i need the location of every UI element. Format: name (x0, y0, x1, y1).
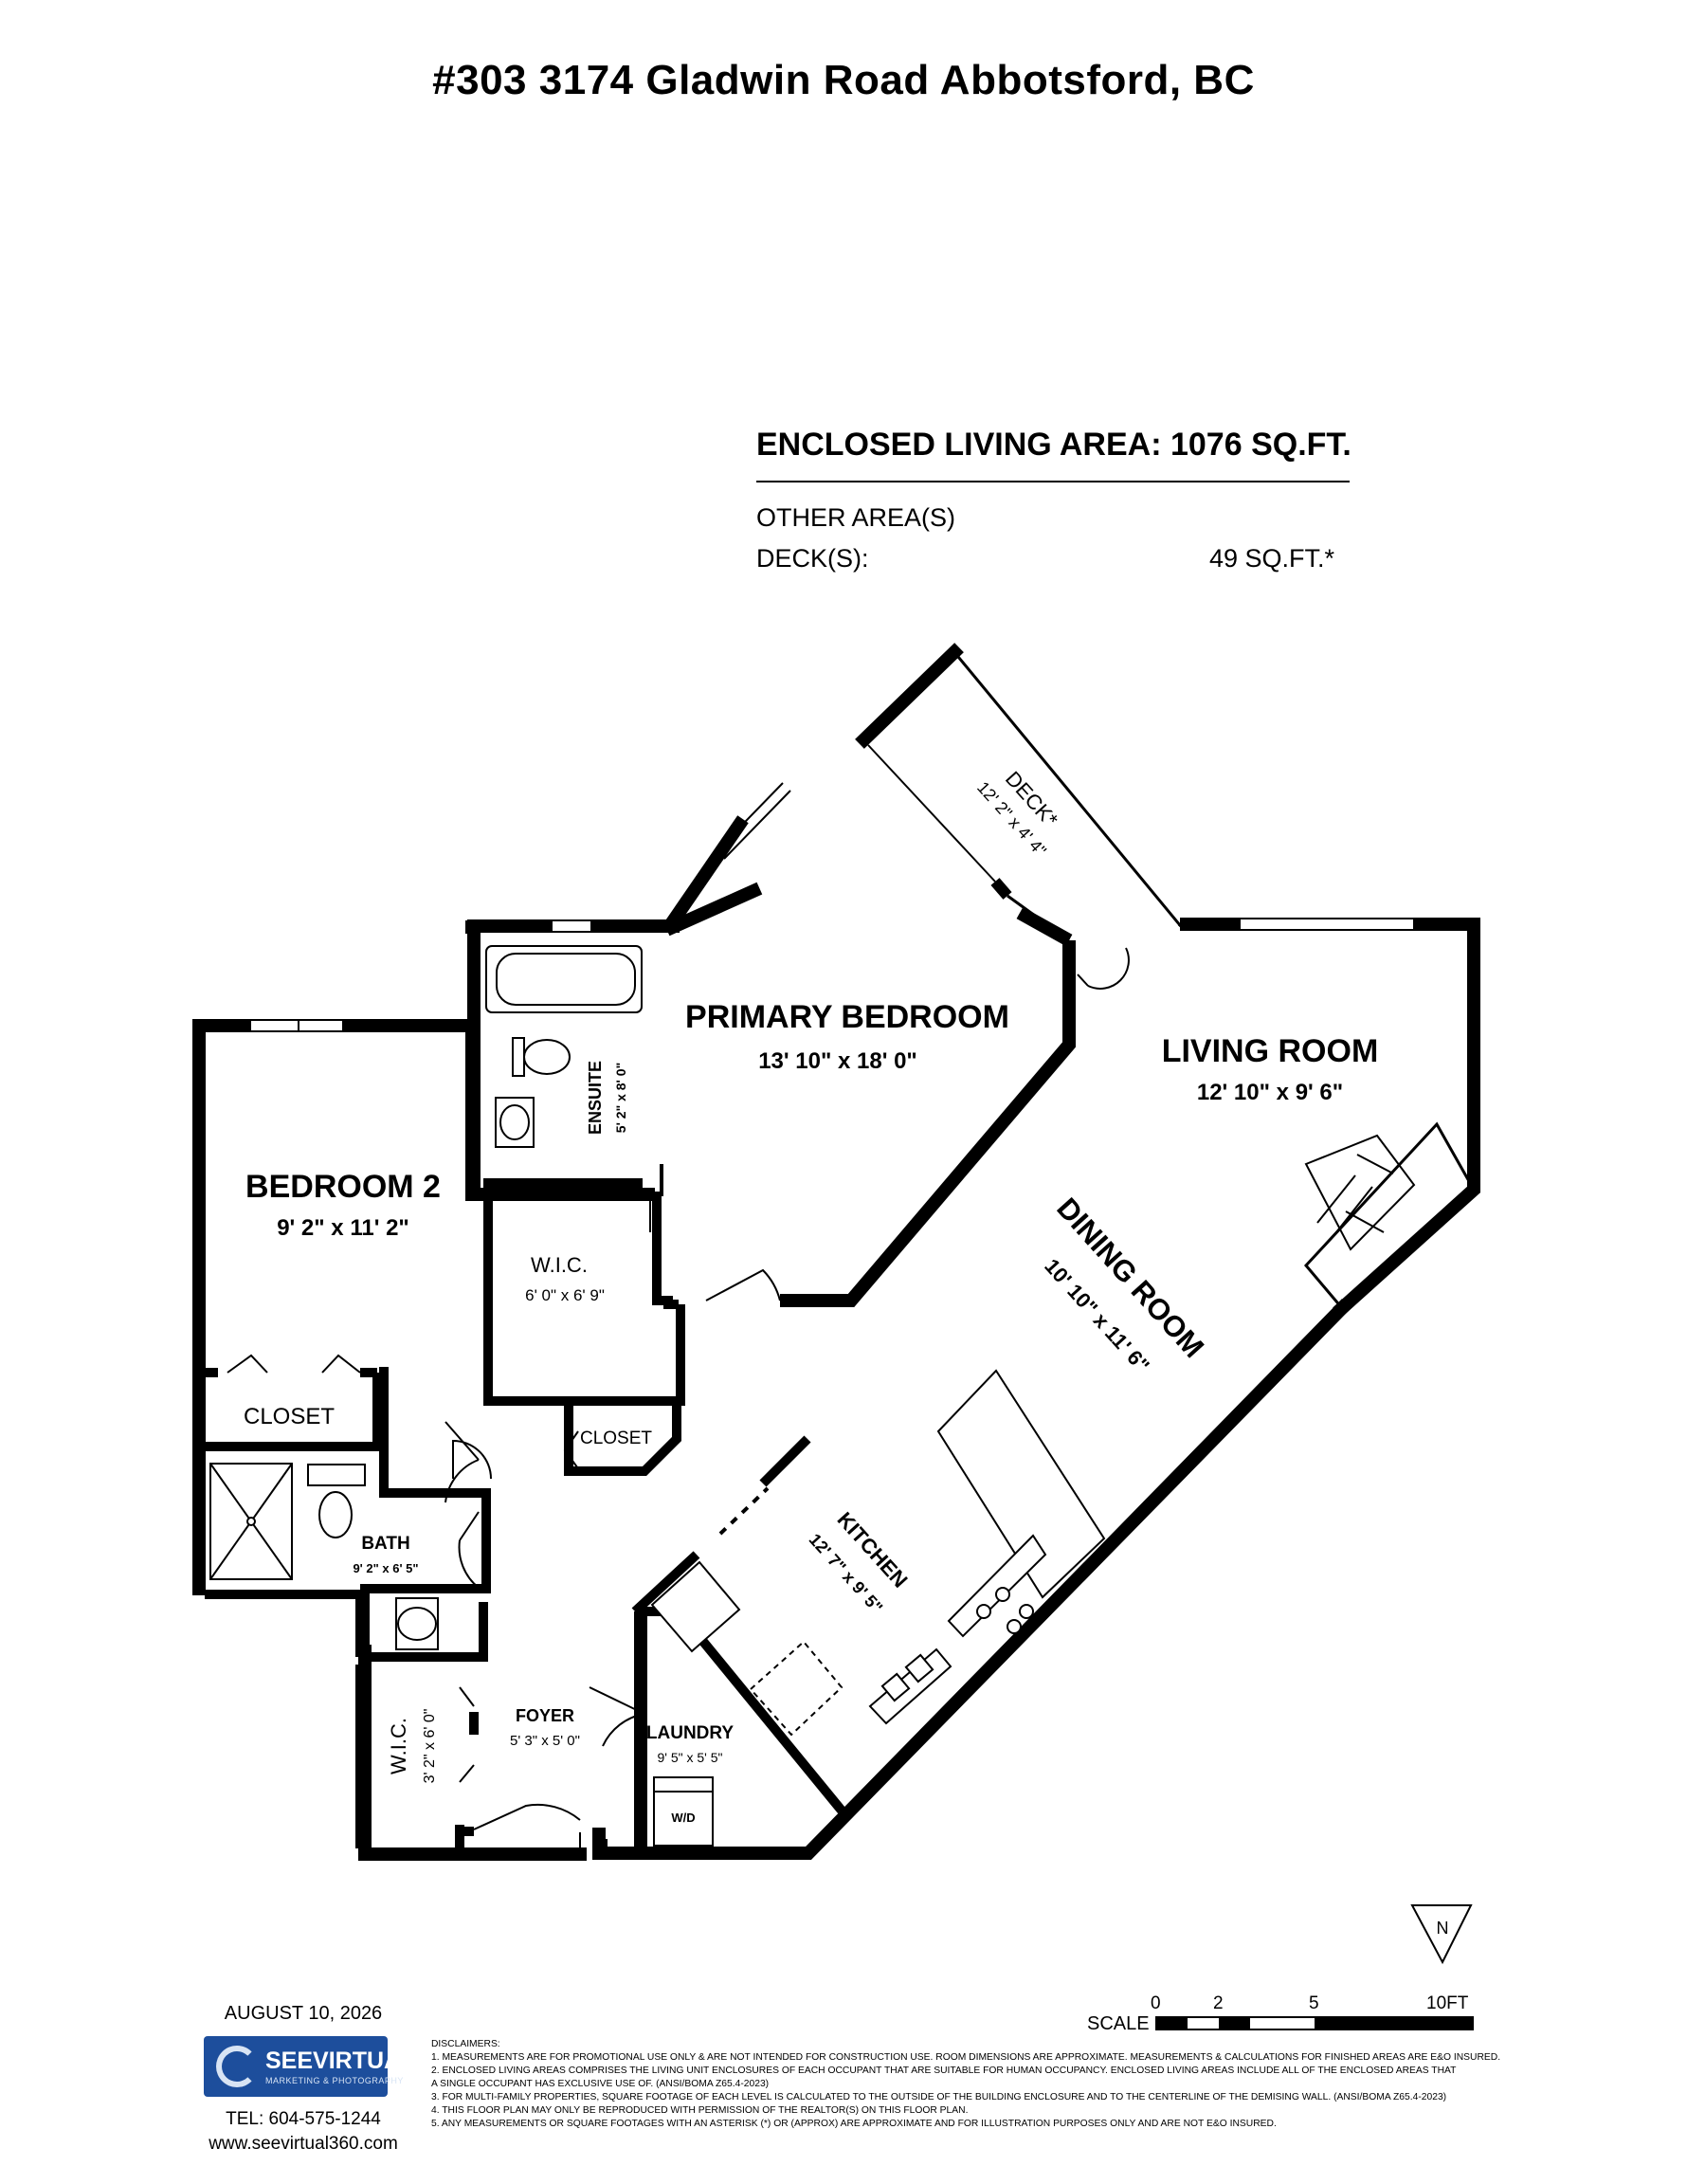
washer-dryer (653, 1776, 714, 1847)
living-room-dims: 12' 10" x 9' 6" (1197, 1080, 1343, 1105)
foyer-name: FOYER (516, 1706, 574, 1725)
windows (245, 782, 1480, 1062)
disclaimers-heading: DISCLAIMERS: (431, 2039, 500, 2049)
ensuite-dims: 5' 2" x 8' 0" (613, 1063, 628, 1133)
ensuite-sink (499, 1104, 530, 1140)
north-label: N (1437, 1919, 1449, 1938)
fridge (650, 1560, 741, 1653)
logo-tagline: MARKETING & PHOTOGRAPHY (265, 2076, 404, 2085)
bedroom2-dims: 9' 2" x 11' 2" (277, 1215, 409, 1241)
deck-area-value: 49 SQ.FT.* (1208, 544, 1334, 573)
primary-bedroom-dims: 13' 10" x 18' 0" (758, 1048, 917, 1074)
disclaimer-line: 1. MEASUREMENTS ARE FOR PROMOTIONAL USE … (431, 2052, 1501, 2063)
wic-primary-dims: 6' 0" x 6' 9" (525, 1286, 605, 1304)
wic-foyer-dims: 3' 2" x 6' 0" (422, 1709, 438, 1784)
doors (227, 744, 1130, 1853)
range (947, 1534, 1047, 1638)
disclaimer-line: A SINGLE OCCUPANT HAS EXCLUSIVE USE OF. … (431, 2079, 770, 2089)
shower-drain (246, 1517, 256, 1526)
scale-label: SCALE (1087, 2013, 1150, 2034)
foyer-dims: 5' 3" x 5' 0" (510, 1733, 580, 1749)
other-areas-heading: OTHER AREA(S) (756, 503, 956, 532)
scale-bar (1155, 2016, 1474, 2030)
interior-walls (192, 906, 1076, 1859)
scale-tick-5: 5 (1309, 1993, 1319, 2013)
enclosed-living-area: ENCLOSED LIVING AREA: 1076 SQ.FT. (756, 427, 1351, 463)
area-divider (756, 481, 1350, 482)
ensuite-name: ENSUITE (586, 1061, 605, 1135)
north-arrow-icon (1410, 1904, 1473, 1965)
primary-bedroom-name: PRIMARY BEDROOM (685, 999, 1009, 1035)
laundry-name: LAUNDRY (646, 1723, 735, 1743)
bedroom2-name: BEDROOM 2 (245, 1169, 441, 1205)
bath-sink (397, 1607, 437, 1641)
disclaimer-line: 3. FOR MULTI-FAMILY PROPERTIES, SQUARE F… (431, 2092, 1447, 2102)
fireplace (1304, 1134, 1416, 1251)
living-room-name: LIVING ROOM (1162, 1033, 1379, 1069)
bath-name: BATH (361, 1534, 409, 1554)
toilet-bowl (523, 1039, 571, 1075)
scale-tick-10: 10FT (1426, 1993, 1469, 2013)
bathtub-basin (496, 953, 636, 1006)
deck-area-row: DECK(S): 49 SQ.FT.* (756, 544, 1350, 573)
wic-primary-name: W.I.C. (531, 1253, 588, 1277)
disclaimers: DISCLAIMERS: 1. MEASUREMENTS ARE FOR PRO… (431, 2038, 1550, 2131)
scale-tick-0: 0 (1151, 1993, 1161, 2013)
kitchen-island (936, 1369, 1106, 1599)
wic-foyer-name: W.I.C. (387, 1718, 410, 1774)
scale-tick-2: 2 (1213, 1993, 1224, 2013)
page-title: #303 3174 Gladwin Road Abbotsford, BC (432, 57, 1255, 103)
exterior-walls (192, 643, 1480, 1861)
company-website[interactable]: www.seevirtual360.com (209, 2134, 398, 2154)
disclaimer-line: 5. ANY MEASUREMENTS OR SQUARE FOOTAGES W… (431, 2119, 1277, 2129)
deck-area-label: DECK(S): (756, 544, 869, 573)
logo-name: SEEVIRTUAL (265, 2048, 416, 2074)
bath-toilet-bowl (318, 1491, 353, 1538)
dishwasher (749, 1640, 844, 1737)
area-summary: ENCLOSED LIVING AREA: 1076 SQ.FT. OTHER … (756, 427, 1351, 573)
closet-bedroom2-name: CLOSET (244, 1404, 335, 1429)
disclaimer-line: 4. THIS FLOOR PLAN MAY ONLY BE REPRODUCE… (431, 2105, 969, 2116)
plan-date: AUGUST 10, 2026 (224, 2003, 383, 2024)
logo-swirl-icon (216, 2046, 258, 2087)
disclaimer-line: 2. ENCLOSED LIVING AREAS COMPRISES THE L… (431, 2066, 1457, 2076)
closet-hall-name: CLOSET (580, 1429, 652, 1448)
bath-toilet-tank (307, 1464, 366, 1486)
bath-dims: 9' 2" x 6' 5" (353, 1561, 418, 1575)
company-phone: TEL: 604-575-1244 (226, 2109, 381, 2129)
washer-dryer-label: W/D (671, 1811, 695, 1825)
fixtures (209, 945, 1416, 1847)
fireplace-hearth (1303, 1121, 1476, 1311)
toilet-tank (512, 1037, 525, 1077)
laundry-dims: 9' 5" x 5' 5" (658, 1750, 723, 1765)
